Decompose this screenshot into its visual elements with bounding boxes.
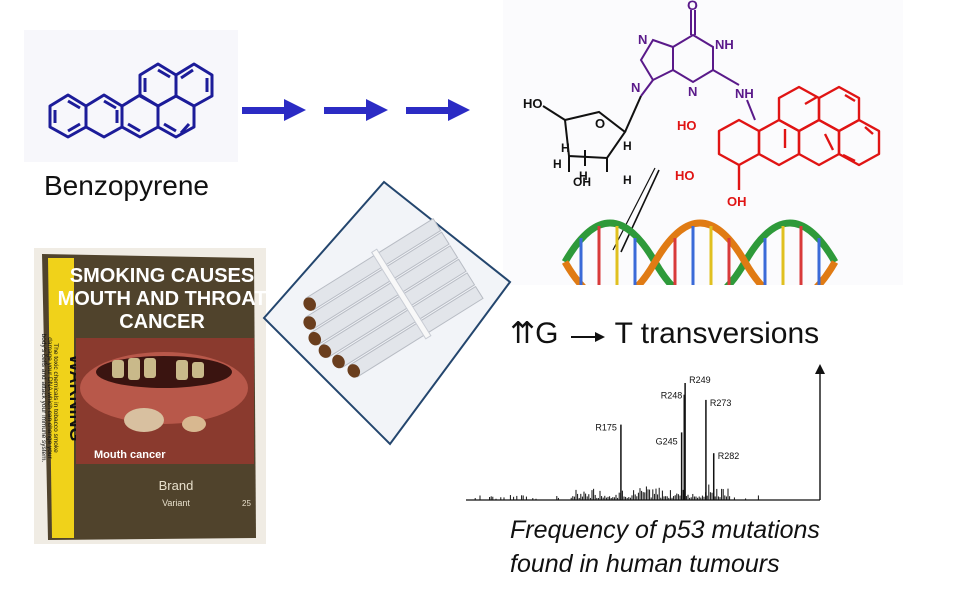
atom-n9: N bbox=[631, 80, 640, 95]
cigarettes-photo bbox=[256, 178, 514, 448]
hotspot-label-r273: R273 bbox=[710, 398, 732, 408]
hotspot-label-r282: R282 bbox=[718, 451, 740, 461]
pack-headline-3: CANCER bbox=[119, 311, 205, 333]
mutation-heading: ⇈G T transversions bbox=[510, 316, 819, 352]
mutation-label: T transversions bbox=[614, 317, 820, 350]
benzopyrene-structure bbox=[24, 30, 238, 162]
atom-oh-sugar: OH bbox=[573, 175, 591, 189]
hotspot-label-r248: R248 bbox=[661, 391, 683, 401]
atom-nh-link: NH bbox=[735, 86, 754, 101]
hotspot-label-r175: R175 bbox=[595, 423, 617, 433]
spectrum-caption: Frequency of p53 mutations found in huma… bbox=[510, 513, 820, 581]
atom-h5: H bbox=[623, 173, 632, 187]
atom-h4: H bbox=[579, 169, 588, 183]
pack-warning-text-1: The toxic chemicals in tobacco smoke bbox=[52, 343, 59, 453]
hotspot-label-r249: R249 bbox=[689, 375, 711, 385]
pack-brand: Brand bbox=[159, 478, 194, 493]
atom-oh-bp: OH bbox=[727, 194, 747, 209]
dna-adduct-structure: O N NH N N NH HO O H H H H OH H bbox=[503, 0, 903, 305]
pack-warning-text-2: damage your DNA which can change your bbox=[46, 337, 53, 459]
atom-h3: H bbox=[553, 157, 562, 171]
atom-ho-sugar: HO bbox=[523, 96, 543, 111]
hotspot-label-g245: G245 bbox=[656, 436, 678, 446]
benzopyrene-label: Benzopyrene bbox=[44, 170, 210, 201]
pack-warning-text-3: body's cells and attack your immune syst… bbox=[40, 334, 47, 463]
pack-count: 25 bbox=[242, 499, 251, 508]
atom-n7: N bbox=[638, 32, 647, 47]
pack-headline-1: SMOKING CAUSES bbox=[70, 265, 254, 287]
pack-headline-2: MOUTH AND THROAT bbox=[58, 288, 266, 310]
mouth-cancer-photo bbox=[76, 338, 254, 464]
caption-line-1: Frequency of p53 mutations bbox=[510, 516, 820, 544]
atom-o-top: O bbox=[687, 0, 698, 13]
pack-photo-caption: Mouth cancer bbox=[94, 449, 166, 461]
pack-variant: Variant bbox=[162, 498, 190, 508]
caption-line-2: found in human tumours bbox=[510, 550, 780, 578]
cigarette-pack: WARNING The toxic chemicals in tobacco s… bbox=[34, 248, 266, 544]
atom-n3: N bbox=[688, 84, 697, 99]
right-arrow-icon bbox=[567, 318, 607, 352]
reaction-arrows bbox=[238, 90, 478, 135]
atom-ho-bp2: HO bbox=[675, 168, 695, 183]
atom-h2: H bbox=[623, 139, 632, 153]
mutation-prefix: ⇈G bbox=[510, 317, 559, 350]
atom-o-ring: O bbox=[595, 116, 605, 131]
atom-nh1: NH bbox=[715, 37, 734, 52]
atom-ho-bp1: HO bbox=[677, 118, 697, 133]
dna-helix-icon bbox=[561, 219, 839, 305]
atom-h1: H bbox=[561, 141, 570, 155]
